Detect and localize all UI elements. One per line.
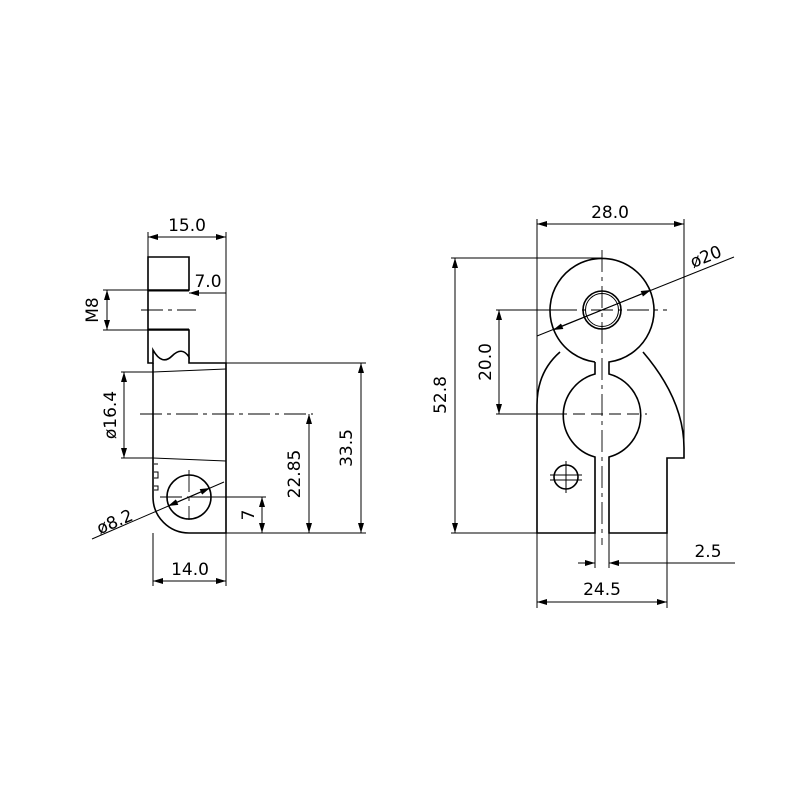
dim-dia-16-4: ø16.4 [101, 391, 121, 439]
dim-7: 7 [239, 510, 259, 521]
dim-33-5: 33.5 [337, 429, 357, 467]
dim-dia-20: ø20 [688, 242, 725, 273]
front-body-outline [536, 257, 685, 534]
small-feature-marks [154, 463, 159, 491]
dim-52-8: 52.8 [431, 376, 451, 414]
dim-dia-8-2: ø8.2 [94, 506, 136, 539]
dim-m8: M8 [83, 297, 103, 322]
dim-7-0: 7.0 [194, 272, 221, 292]
dim-14-0: 14.0 [171, 560, 209, 580]
dim-2-5: 2.5 [694, 542, 721, 562]
dim-20-0: 20.0 [476, 343, 496, 381]
front-view: 28.0 ø20 52.8 20.0 2.5 24.5 [431, 203, 735, 608]
hatched-section-top [147, 256, 190, 291]
dim-15-0: 15.0 [168, 216, 206, 236]
side-body-outline [152, 357, 227, 534]
hatched-section-bottom [147, 329, 190, 364]
side-view: 15.0 7.0 M8 ø16.4 ø8.2 7 22.85 33.5 14 [83, 216, 366, 586]
dim-24-5: 24.5 [583, 580, 621, 600]
dim-28-0: 28.0 [591, 203, 629, 223]
screw-icon [550, 461, 582, 493]
dim-22-85: 22.85 [285, 450, 305, 499]
